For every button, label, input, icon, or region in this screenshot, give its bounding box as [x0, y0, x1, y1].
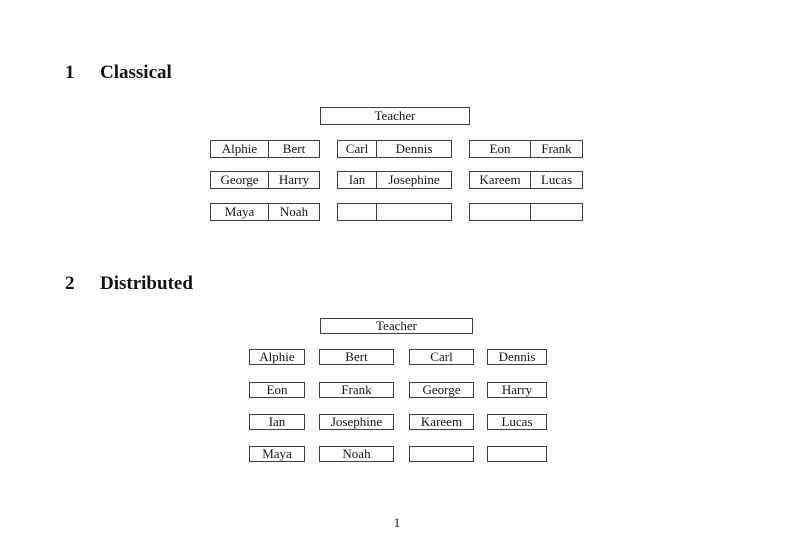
seat: Lucas [540, 172, 573, 187]
teacher-box: Teacher [320, 318, 473, 334]
desk: Harry [487, 382, 547, 398]
seat: Carl [338, 141, 377, 157]
desk: Josephine [319, 414, 394, 430]
teacher-box: Teacher [320, 107, 470, 125]
seat-empty [531, 204, 582, 220]
seat: Eon [470, 141, 531, 157]
seat: Kareem [470, 172, 531, 188]
page-number: 1 [393, 515, 401, 530]
desk-empty [409, 446, 474, 462]
seat: Noah [279, 204, 309, 219]
section-heading-distributed: 2 Distributed [65, 273, 193, 295]
desk: Ian [249, 414, 305, 430]
desk: George Harry [210, 171, 320, 189]
desk: Eon Frank [469, 140, 583, 158]
seat: Ian [338, 172, 377, 188]
desk-empty [337, 203, 452, 221]
desk: Bert [319, 349, 394, 365]
desk-empty [469, 203, 583, 221]
desk: Noah [319, 446, 394, 462]
desk: Alphie Bert [210, 140, 320, 158]
seat: Josephine [388, 172, 440, 187]
seat-empty [470, 204, 531, 220]
desk: Dennis [487, 349, 547, 365]
seat: Frank [541, 141, 572, 156]
seat: Bert [282, 141, 306, 156]
section-title: Classical [100, 62, 172, 83]
section-number: 2 [65, 273, 75, 294]
desk: Carl [409, 349, 474, 365]
desk: Maya [249, 446, 305, 462]
section-heading-classical: 1 Classical [65, 62, 172, 84]
seat: Alphie [211, 141, 269, 157]
desk: Frank [319, 382, 394, 398]
seat: Harry [278, 172, 310, 187]
desk: Ian Josephine [337, 171, 452, 189]
desk: Eon [249, 382, 305, 398]
section-number: 1 [65, 62, 75, 83]
seat: George [211, 172, 269, 188]
desk: Lucas [487, 414, 547, 430]
seat: Maya [211, 204, 269, 220]
seat: Dennis [395, 141, 433, 156]
seat-empty [338, 204, 377, 220]
desk-empty [487, 446, 547, 462]
desk: George [409, 382, 474, 398]
desk: Alphie [249, 349, 305, 365]
desk: Maya Noah [210, 203, 320, 221]
seat-empty [377, 204, 451, 220]
desk: Kareem Lucas [469, 171, 583, 189]
desk: Carl Dennis [337, 140, 452, 158]
desk: Kareem [409, 414, 474, 430]
section-title: Distributed [100, 273, 193, 294]
